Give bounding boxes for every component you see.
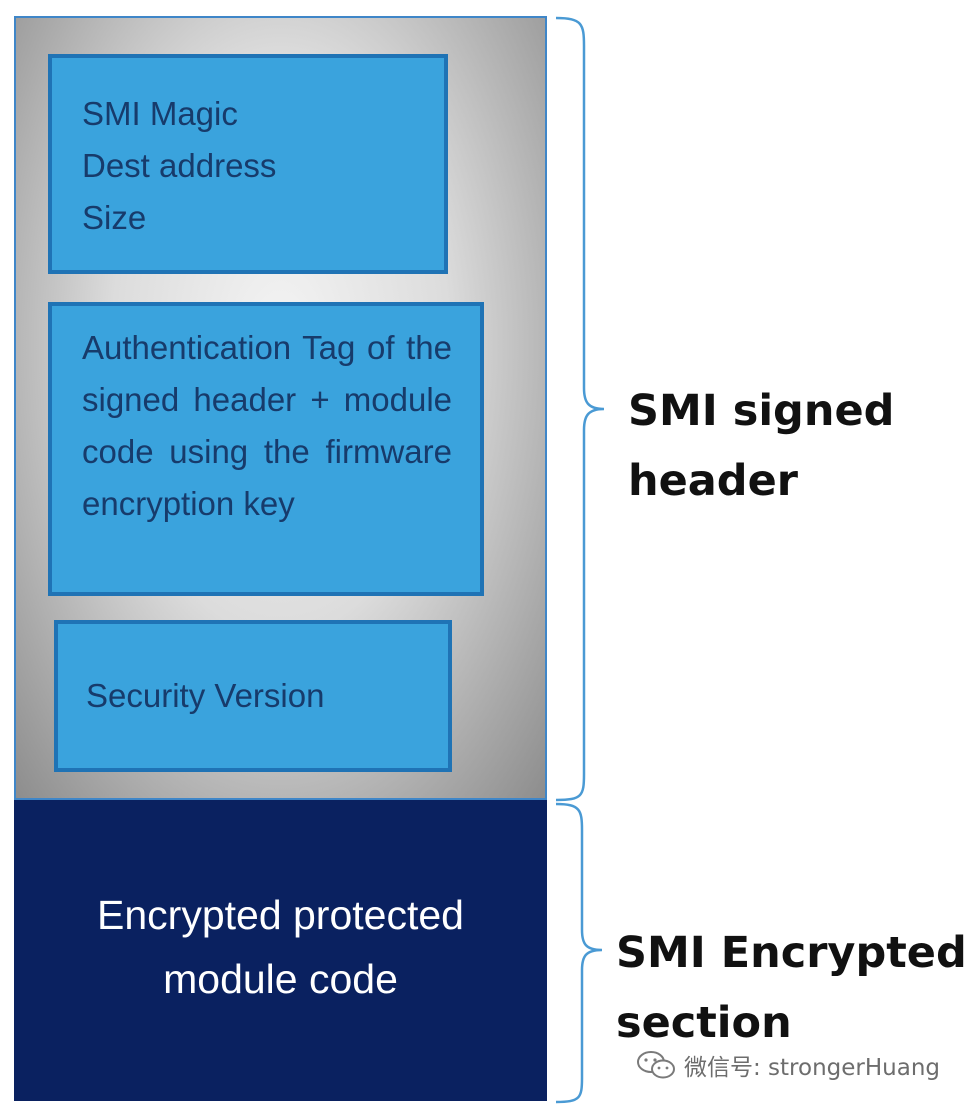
auth-tag-line: module code using — [82, 381, 453, 470]
encrypted-section-label: SMI Encrypted section — [616, 918, 967, 1058]
security-version-box: Security Version — [54, 620, 452, 772]
encrypted-section-label-line: section — [616, 998, 792, 1048]
encrypted-module-region: Encrypted protected module code — [14, 800, 547, 1101]
encrypted-section-brace — [555, 802, 603, 1104]
signed-header-brace — [555, 16, 605, 802]
signed-header-region: SMI Magic Dest address Size Authenticati… — [14, 16, 547, 800]
encrypted-text-line: Encrypted protected — [97, 891, 464, 938]
auth-tag-line: encryption key — [82, 485, 295, 522]
encrypted-text-line: module code — [163, 955, 398, 1002]
field-size: Size — [82, 199, 147, 236]
field-dest-address: Dest address — [82, 147, 277, 184]
authentication-tag-box: Authentication Tag of the signed header … — [48, 302, 484, 596]
field-security-version: Security Version — [86, 677, 325, 714]
auth-tag-line: Authentication Tag of — [82, 329, 395, 366]
magic-address-size-box: SMI Magic Dest address Size — [48, 54, 448, 274]
auth-tag-line: the firmware — [263, 433, 452, 470]
signed-header-label-line: header — [628, 456, 798, 506]
signed-header-label: SMI signed header — [628, 376, 894, 516]
watermark-text: 微信号: strongerHuang — [684, 1055, 941, 1081]
encrypted-section-label-line: SMI Encrypted — [616, 928, 967, 978]
auth-tag-line: the signed header + — [82, 329, 453, 418]
watermark: 微信号: strongerHuang — [636, 1047, 940, 1083]
field-smi-magic: SMI Magic — [82, 95, 238, 132]
wechat-icon — [637, 1051, 675, 1079]
signed-header-label-line: SMI signed — [628, 386, 895, 436]
